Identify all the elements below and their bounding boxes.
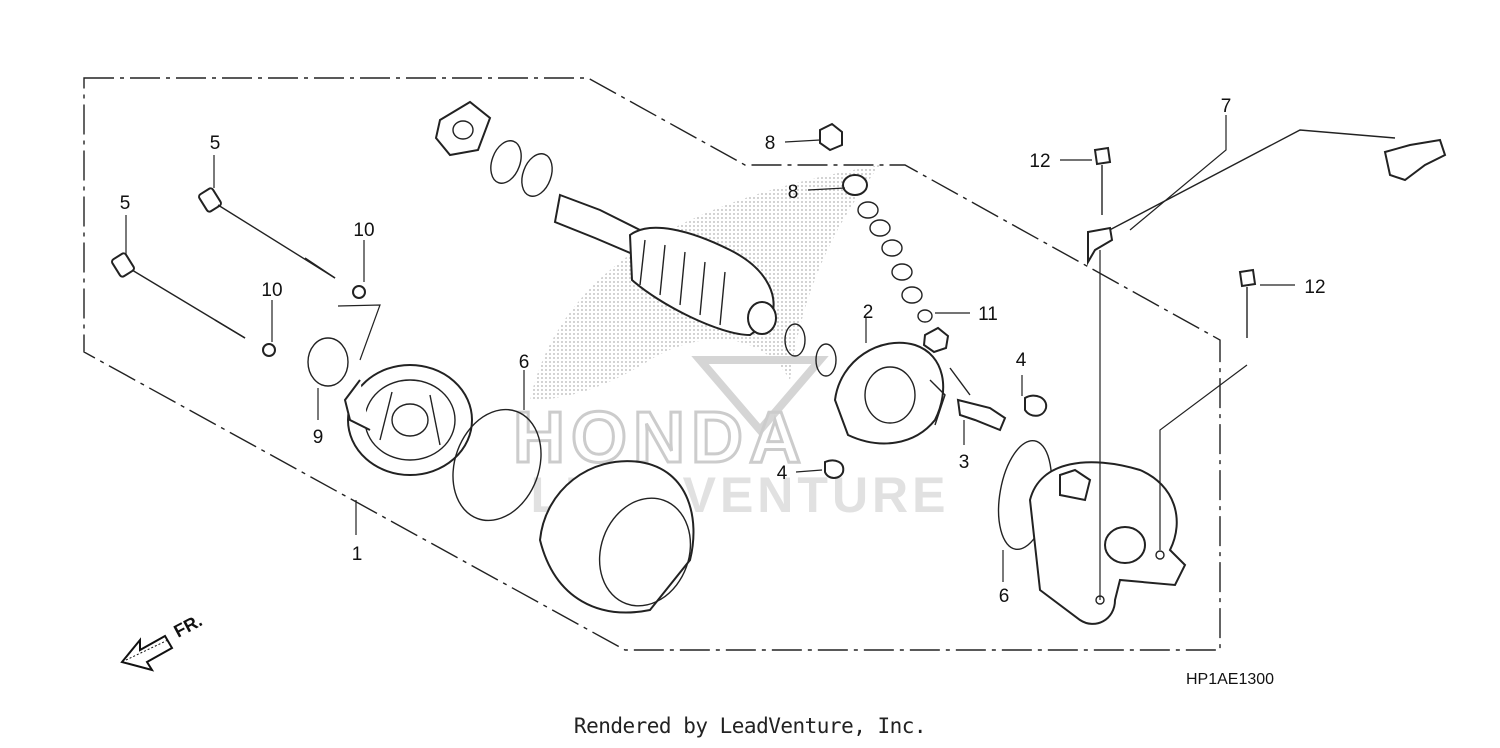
callout-4-upper: 4 xyxy=(1016,350,1027,371)
callout-2: 2 xyxy=(863,302,874,323)
bolt-12-right xyxy=(1238,268,1257,338)
callout-7: 7 xyxy=(1221,96,1232,117)
brush-spring-lower xyxy=(824,459,845,479)
o-ring xyxy=(307,337,349,387)
terminal-bolt xyxy=(949,367,1007,432)
insulator-nut xyxy=(922,326,950,354)
gear-cover-plate xyxy=(434,100,492,157)
callout-5-upper: 5 xyxy=(210,133,221,154)
callout-9: 9 xyxy=(313,427,324,448)
washer-stack xyxy=(842,174,933,323)
callout-12-top: 12 xyxy=(1029,151,1050,172)
front-cover xyxy=(343,364,473,476)
direction-label: FR. xyxy=(170,610,205,641)
callout-3: 3 xyxy=(959,452,970,473)
armature xyxy=(553,193,777,337)
assembly-boundary xyxy=(83,77,1221,651)
thrust-washer-a xyxy=(490,140,522,184)
callout-11: 11 xyxy=(978,304,998,325)
armature-washer-b xyxy=(815,343,837,377)
thrust-washer-b xyxy=(521,153,553,197)
render-credit: Rendered by LeadVenture, Inc. xyxy=(573,714,927,738)
washer-lower xyxy=(262,343,276,357)
watermark-brand-text: HONDA xyxy=(513,398,807,478)
bolt-lower xyxy=(111,252,246,339)
leader-lines xyxy=(125,115,1295,600)
callout-6-left: 6 xyxy=(519,352,530,373)
callout-8-top: 8 xyxy=(765,133,776,154)
washer-upper xyxy=(352,285,366,299)
callout-6-right: 6 xyxy=(999,586,1010,607)
brush-holder xyxy=(833,341,946,445)
armature-washer-a xyxy=(784,323,806,357)
front-direction-arrow: FR. xyxy=(120,610,205,672)
drawing-code: HP1AE1300 xyxy=(1186,671,1274,688)
brush-spring-upper xyxy=(1024,394,1048,417)
bolt-upper xyxy=(198,187,336,279)
callout-12-right: 12 xyxy=(1304,277,1325,298)
nut-top xyxy=(819,122,843,152)
rear-cover xyxy=(997,439,1187,625)
gasket-left xyxy=(452,408,542,522)
callout-8-lower: 8 xyxy=(788,182,799,203)
callout-5-lower: 5 xyxy=(120,193,131,214)
callout-10-lower: 10 xyxy=(261,280,282,301)
callout-10-upper: 10 xyxy=(353,220,374,241)
callout-4-lower: 4 xyxy=(777,463,788,484)
callout-1: 1 xyxy=(352,544,363,565)
motor-case xyxy=(538,460,695,614)
starter-cable xyxy=(1087,129,1447,266)
bolt-12-top xyxy=(1093,146,1112,215)
